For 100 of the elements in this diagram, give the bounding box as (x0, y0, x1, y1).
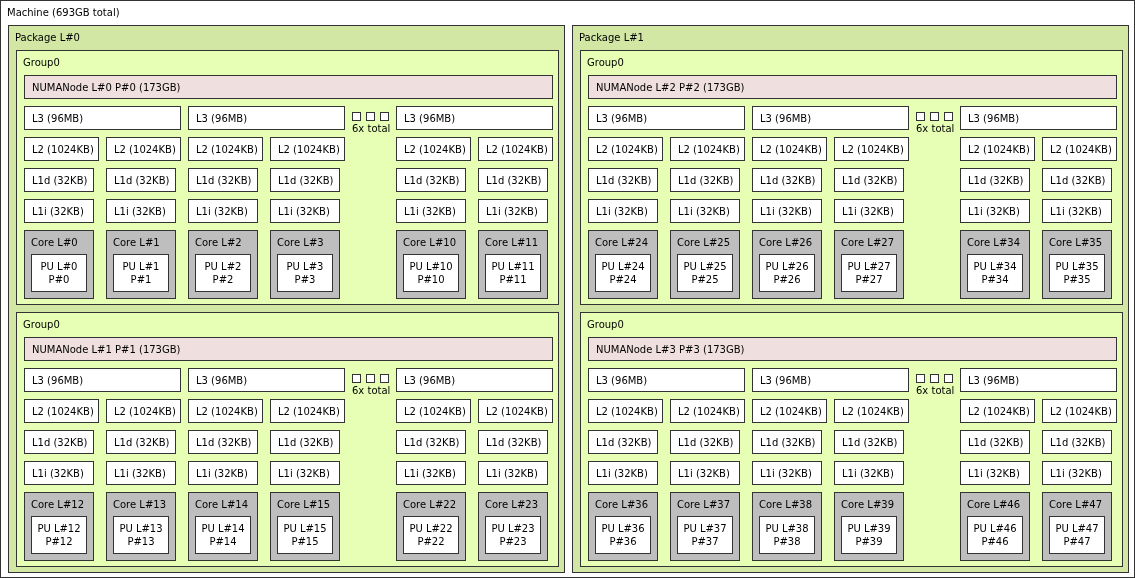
node-title: Core L#34 (967, 237, 1020, 249)
cache-box: L1d (32KB) (960, 168, 1030, 192)
pu-box: PU L#12 P#12 (31, 516, 87, 554)
cache-box: L1i (32KB) (588, 461, 658, 485)
cache-box: L3 (96MB) (188, 368, 345, 392)
cache-box: L2 (1024KB) (106, 137, 181, 161)
pu-box: PU L#15 P#15 (277, 516, 333, 554)
cache-box: L1i (32KB) (188, 199, 258, 223)
cache-box: L3 (96MB) (960, 368, 1117, 392)
cache-box: L2 (1024KB) (588, 137, 663, 161)
cache-box: L1d (32KB) (478, 430, 548, 454)
cache-box: L3 (96MB) (588, 106, 745, 130)
numa-node-box: NUMANode L#2 P#2 (173GB) (588, 75, 1117, 99)
node-title: Core L#2 (195, 237, 242, 249)
core-box (1042, 230, 1112, 299)
node-title: Core L#47 (1049, 499, 1102, 511)
core-box (478, 230, 548, 299)
pu-box: PU L#14 P#14 (195, 516, 251, 554)
cache-box: L3 (96MB) (396, 368, 553, 392)
core-box (1042, 492, 1112, 561)
cache-box: L1d (32KB) (670, 168, 740, 192)
core-box (24, 492, 94, 561)
group-box (16, 50, 559, 305)
cache-box: L1i (32KB) (752, 199, 822, 223)
core-box (106, 492, 176, 561)
cache-box: L1i (32KB) (24, 199, 94, 223)
node-title: Package L#1 (579, 32, 644, 44)
cache-box: L3 (96MB) (188, 106, 345, 130)
cache-box: L1i (32KB) (588, 199, 658, 223)
node-title: Core L#11 (485, 237, 538, 249)
cache-box: L2 (1024KB) (588, 399, 663, 423)
cache-box: L2 (1024KB) (478, 137, 553, 161)
placeholder-box (930, 112, 939, 121)
cache-box: L1d (32KB) (478, 168, 548, 192)
cache-box: L1i (32KB) (270, 199, 340, 223)
cache-box: L1d (32KB) (1042, 430, 1112, 454)
node-title: Core L#1 (113, 237, 160, 249)
cache-box: L1d (32KB) (834, 168, 904, 192)
cache-box: L1i (32KB) (24, 461, 94, 485)
cache-box: L2 (1024KB) (106, 399, 181, 423)
core-box (752, 230, 822, 299)
cache-box: L1d (32KB) (752, 168, 822, 192)
placeholder-box (352, 374, 361, 383)
node-title: Core L#22 (403, 499, 456, 511)
node-title: Core L#24 (595, 237, 648, 249)
cache-box: L1i (32KB) (834, 461, 904, 485)
core-box (270, 230, 340, 299)
cache-box: L3 (96MB) (752, 368, 909, 392)
core-box (24, 230, 94, 299)
note-text: 6x total (916, 123, 955, 135)
cache-box: L2 (1024KB) (834, 399, 909, 423)
cache-box: L1d (32KB) (24, 430, 94, 454)
placeholder-box (366, 374, 375, 383)
pu-box: PU L#26 P#26 (759, 254, 815, 292)
node-title: Core L#13 (113, 499, 166, 511)
placeholder-box (944, 374, 953, 383)
cache-box: L1d (32KB) (960, 430, 1030, 454)
placeholder-box (352, 112, 361, 121)
cache-box: L1i (32KB) (670, 199, 740, 223)
core-box (670, 230, 740, 299)
cache-box: L1d (32KB) (270, 168, 340, 192)
cache-box: L2 (1024KB) (670, 137, 745, 161)
cache-box: L2 (1024KB) (1042, 399, 1117, 423)
cache-box: L1i (32KB) (834, 199, 904, 223)
core-box (960, 230, 1030, 299)
cache-box: L1i (32KB) (396, 461, 466, 485)
cache-box: L1i (32KB) (960, 461, 1030, 485)
cache-box: L3 (96MB) (24, 368, 181, 392)
pu-box: PU L#2 P#2 (195, 254, 251, 292)
pu-box: PU L#0 P#0 (31, 254, 87, 292)
node-title: Core L#38 (759, 499, 812, 511)
node-title: Core L#46 (967, 499, 1020, 511)
core-box (834, 230, 904, 299)
pu-box: PU L#1 P#1 (113, 254, 169, 292)
pu-box: PU L#37 P#37 (677, 516, 733, 554)
cache-box: L2 (1024KB) (478, 399, 553, 423)
cache-box: L1i (32KB) (106, 461, 176, 485)
node-title: Core L#25 (677, 237, 730, 249)
cache-box: L2 (1024KB) (670, 399, 745, 423)
node-title: Core L#3 (277, 237, 324, 249)
cache-box: L1d (32KB) (106, 430, 176, 454)
placeholder-box (930, 374, 939, 383)
note-text: 6x total (352, 385, 391, 397)
cache-box: L1d (32KB) (588, 168, 658, 192)
node-title: Core L#26 (759, 237, 812, 249)
core-box (396, 492, 466, 561)
node-title: Machine (693GB total) (7, 7, 120, 19)
numa-node-box: NUMANode L#0 P#0 (173GB) (24, 75, 553, 99)
placeholder-box (944, 112, 953, 121)
cache-box: L3 (96MB) (396, 106, 553, 130)
pu-box: PU L#3 P#3 (277, 254, 333, 292)
cache-box: L1d (32KB) (1042, 168, 1112, 192)
core-box (270, 492, 340, 561)
pu-box: PU L#13 P#13 (113, 516, 169, 554)
cache-box: L1i (32KB) (1042, 461, 1112, 485)
note-text: 6x total (916, 385, 955, 397)
cache-box: L2 (1024KB) (188, 399, 263, 423)
cache-box: L2 (1024KB) (752, 399, 827, 423)
package-box (8, 25, 565, 573)
cache-box: L3 (96MB) (752, 106, 909, 130)
